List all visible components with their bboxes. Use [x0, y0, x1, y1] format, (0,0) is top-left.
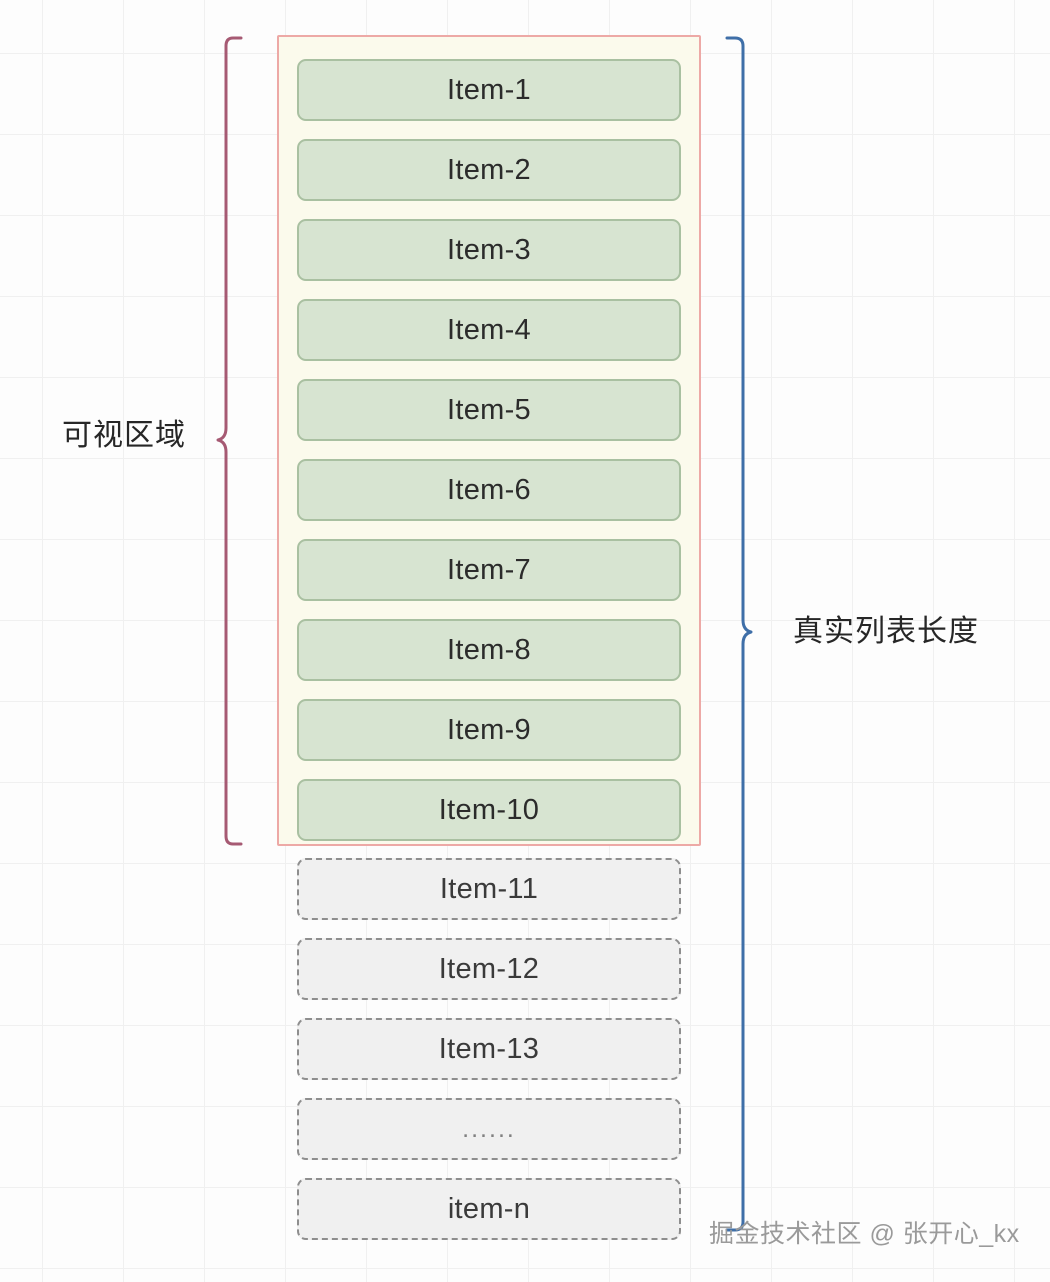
list-item-label: Item-6 — [447, 473, 531, 506]
list-item-hidden-13[interactable]: Item-13 — [297, 1018, 681, 1080]
list-item-label: Item-3 — [447, 233, 531, 266]
list-item-hidden-12[interactable]: Item-12 — [297, 938, 681, 1000]
watermark-text: 掘金技术社区 @ 张开心_kx — [709, 1220, 1020, 1248]
list-item-visible-8[interactable]: Item-8 — [297, 619, 681, 681]
list-item-label: Item-5 — [447, 393, 531, 426]
label-visible-area: 可视区域 — [62, 419, 186, 452]
list-item-label: Item-10 — [438, 793, 540, 826]
list-item-visible-1[interactable]: Item-1 — [297, 59, 681, 121]
list-item-label: Item-12 — [438, 952, 540, 985]
list-item-hidden-11[interactable]: Item-11 — [297, 858, 681, 920]
list-item-visible-2[interactable]: Item-2 — [297, 139, 681, 201]
list-item-label: Item-7 — [447, 553, 531, 586]
right-brace-total-list — [725, 36, 753, 1232]
list-item-label: Item-2 — [447, 153, 531, 186]
list-item-visible-7[interactable]: Item-7 — [297, 539, 681, 601]
list-item-visible-3[interactable]: Item-3 — [297, 219, 681, 281]
list-item-visible-6[interactable]: Item-6 — [297, 459, 681, 521]
list-item-label: ...... — [462, 1114, 516, 1143]
list-item-label: Item-11 — [439, 872, 539, 905]
label-real-list-length: 真实列表长度 — [793, 615, 979, 648]
left-brace-viewport — [216, 36, 243, 846]
list-item-hidden-n[interactable]: item-n — [297, 1178, 681, 1240]
list-item-visible-9[interactable]: Item-9 — [297, 699, 681, 761]
list-item-ellipsis: ...... — [297, 1098, 681, 1160]
list-item-label: item-n — [447, 1192, 531, 1225]
list-item-visible-10[interactable]: Item-10 — [297, 779, 681, 841]
list-item-visible-4[interactable]: Item-4 — [297, 299, 681, 361]
list-item-label: Item-4 — [447, 313, 531, 346]
list-item-visible-5[interactable]: Item-5 — [297, 379, 681, 441]
list-item-label: Item-9 — [447, 713, 531, 746]
list-item-label: Item-13 — [438, 1032, 540, 1065]
list-item-label: Item-1 — [447, 73, 531, 106]
list-item-label: Item-8 — [447, 633, 531, 666]
